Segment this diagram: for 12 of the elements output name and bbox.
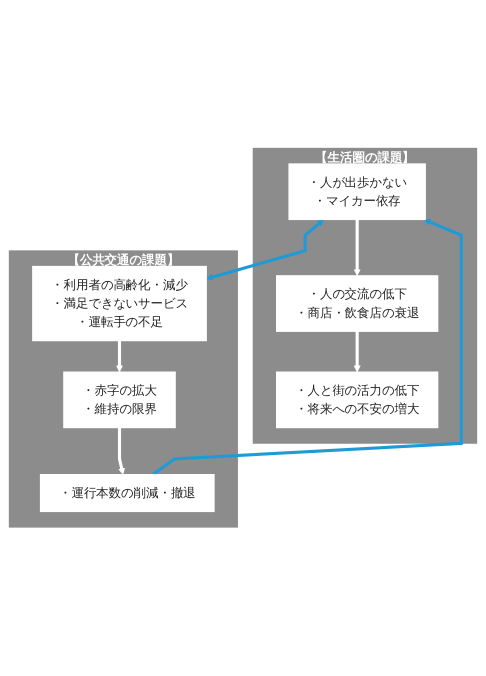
arrow <box>152 219 463 476</box>
node-box: ・人が出歩かない ・マイカー依存 <box>288 164 426 220</box>
arrow <box>118 428 125 475</box>
node-box: ・利用者の高齢化・減少 ・満足できないサービス ・運転手の不足 <box>32 266 207 342</box>
arrow <box>206 220 324 281</box>
node-box: ・赤字の拡大 ・維持の限界 <box>63 372 176 428</box>
arrow <box>354 220 361 276</box>
node-box: ・運行本数の削減・撤退 <box>40 474 215 512</box>
node-box: ・人と街の活力の低下 ・将来への不安の増大 <box>276 372 438 428</box>
node-box: ・人の交流の低下 ・商店・飲食店の衰退 <box>276 275 438 332</box>
arrow <box>354 332 361 372</box>
arrow <box>116 341 123 372</box>
